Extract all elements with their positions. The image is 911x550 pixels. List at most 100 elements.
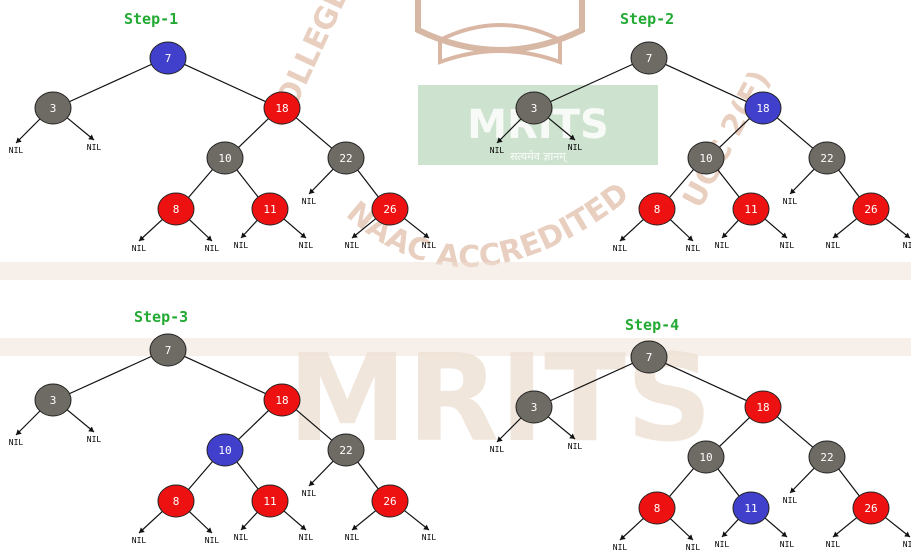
tree-edge: [550, 63, 633, 103]
nil-edge: [789, 467, 815, 494]
tree-edge: [776, 117, 814, 149]
nil-edge: [351, 218, 377, 239]
nil-label: NIL: [903, 241, 911, 250]
nil-label: NIL: [87, 143, 102, 152]
tree-edge: [188, 461, 213, 490]
node-circle: [687, 141, 725, 175]
tree-edge: [665, 362, 747, 402]
nil-arrowhead: [687, 534, 693, 540]
node-circle: [852, 491, 890, 525]
tree-edge: [357, 461, 379, 490]
tree-edge: [665, 63, 747, 103]
node-circle: [808, 141, 846, 175]
nil-arrowhead: [423, 232, 429, 238]
nil-arrowhead: [790, 188, 796, 194]
node-circle: [630, 340, 668, 374]
watermark-band: [0, 338, 911, 356]
tree-edge: [295, 117, 333, 149]
node-label: 22: [820, 152, 833, 165]
nil-edge: [15, 118, 41, 144]
node-label: 11: [263, 495, 276, 508]
watermark-emblem-book: [438, 23, 562, 65]
nil-edge: [66, 409, 95, 433]
nil-label: NIL: [490, 445, 505, 454]
node-label: 22: [339, 152, 352, 165]
nil-arrowhead: [309, 480, 315, 486]
nil-edge: [832, 218, 858, 239]
node-label: 26: [864, 502, 877, 515]
node-label: 8: [173, 495, 180, 508]
nil-edge: [547, 416, 576, 440]
nil-arrowhead: [241, 232, 247, 238]
tree-edge: [238, 410, 269, 440]
nil-arrowhead: [904, 531, 910, 537]
nil-label: NIL: [780, 540, 795, 549]
node-circle: [327, 141, 365, 175]
nil-arrowhead: [569, 134, 575, 140]
nil-label: NIL: [783, 197, 798, 206]
nil-edge: [404, 218, 430, 239]
node-label: 10: [699, 451, 712, 464]
tree-edge: [69, 355, 152, 395]
node-label: 11: [744, 203, 757, 216]
tree-edge: [184, 355, 266, 395]
node-label: 8: [654, 502, 661, 515]
node-circle: [34, 383, 72, 417]
tree-node-7: 7: [149, 41, 187, 75]
nil-arrowhead: [300, 524, 306, 530]
nil-arrowhead: [352, 232, 358, 238]
nil-label: NIL: [234, 241, 249, 250]
nil-arrowhead: [722, 232, 728, 238]
tree-edge: [717, 169, 740, 198]
nil-label: NIL: [9, 146, 24, 155]
nil-label: NIL: [903, 540, 911, 549]
nil-label: NIL: [613, 543, 628, 550]
tree-node-10: 10: [206, 433, 244, 467]
tree-node-10: 10: [687, 141, 725, 175]
node-circle: [157, 192, 195, 226]
nil-label: NIL: [826, 241, 841, 250]
node-label: 7: [646, 52, 653, 65]
node-label: 11: [744, 502, 757, 515]
nil-arrowhead: [206, 235, 212, 241]
node-label: 3: [531, 401, 538, 414]
node-label: 8: [654, 203, 661, 216]
nil-arrowhead: [833, 232, 839, 238]
nil-edge: [885, 218, 911, 239]
nil-edge: [496, 118, 522, 144]
tree-edge: [184, 63, 266, 103]
tree-edge: [717, 468, 740, 497]
tree-edge: [776, 416, 814, 448]
node-circle: [263, 91, 301, 125]
nil-edge: [832, 517, 858, 538]
tree-node-8: 8: [157, 192, 195, 226]
nil-edge: [351, 510, 377, 531]
nil-arrowhead: [497, 137, 503, 143]
node-label: 8: [173, 203, 180, 216]
node-label: 18: [275, 394, 288, 407]
node-label: 7: [165, 344, 172, 357]
nil-edge: [670, 219, 694, 242]
tree-node-7: 7: [149, 333, 187, 367]
node-circle: [149, 41, 187, 75]
tree-node-22: 22: [808, 141, 846, 175]
node-label: 7: [165, 52, 172, 65]
nil-arrowhead: [790, 487, 796, 493]
tree-node-3: 3: [34, 91, 72, 125]
tree-edge: [238, 118, 269, 148]
tree-node-18: 18: [744, 91, 782, 125]
tree-edge: [236, 169, 259, 198]
node-label: 26: [383, 203, 396, 216]
nil-label: NIL: [686, 244, 701, 253]
node-circle: [251, 192, 289, 226]
nil-edge: [547, 117, 576, 141]
node-circle: [638, 192, 676, 226]
nil-label: NIL: [780, 241, 795, 250]
node-label: 18: [756, 401, 769, 414]
nil-arrowhead: [569, 433, 575, 439]
tree-node-26: 26: [371, 484, 409, 518]
tree-edge: [719, 417, 750, 447]
